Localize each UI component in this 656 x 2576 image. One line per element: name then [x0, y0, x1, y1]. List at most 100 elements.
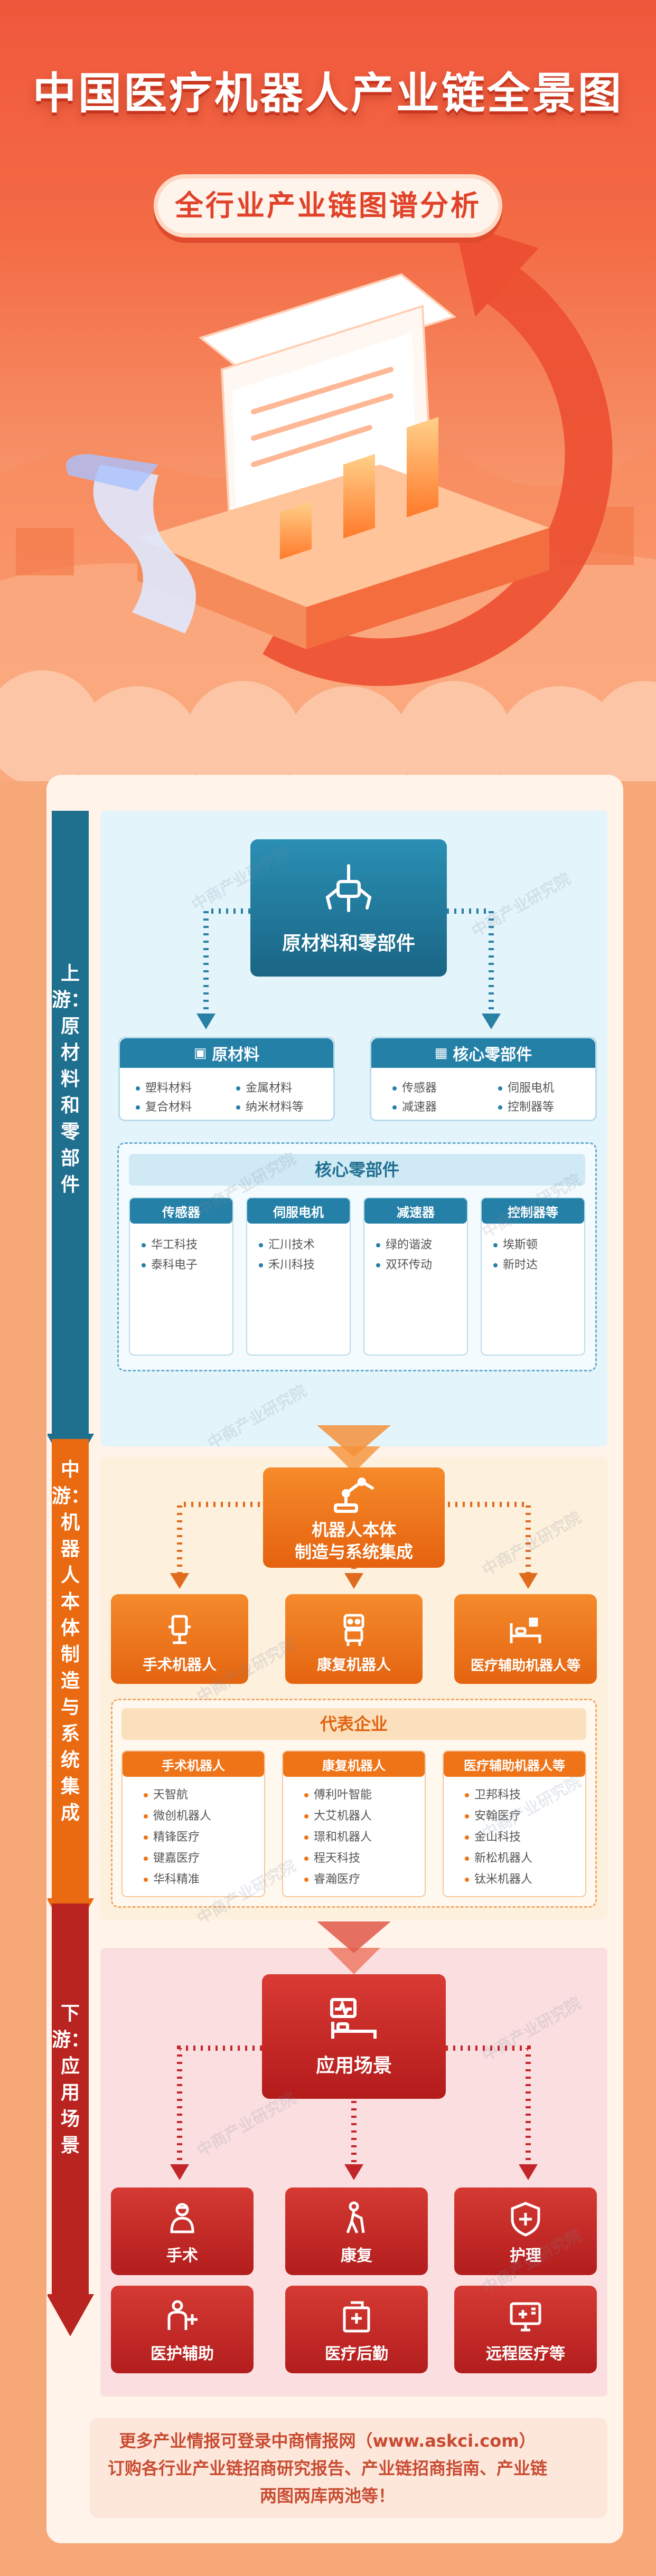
company-column-head: 医疗辅助机器人等: [444, 1751, 585, 1777]
type-label: 手术机器人: [142, 1656, 217, 1673]
downstream-center-label: 应用场景: [315, 2055, 392, 2077]
list-item: 双环传动: [376, 1255, 432, 1272]
medical-staff-icon: [167, 2300, 198, 2330]
list-item: 绿的谐波: [376, 1235, 432, 1252]
core-column-head: 传感器: [130, 1198, 232, 1224]
hospital-bed-icon: [510, 1617, 541, 1643]
upstream-center-label: 原材料和零部件: [282, 933, 415, 954]
company-column-card: 康复机器人傅利叶智能大艾机器人璟和机器人程天科技睿瀚医疗: [282, 1750, 426, 1897]
footer-panel: [90, 2418, 607, 2518]
surgeon-icon: [170, 2203, 194, 2233]
raw-material-title: 原材料: [212, 1046, 260, 1064]
scene-tile: 医护辅助: [111, 2286, 254, 2373]
scene-label: 医护辅助: [151, 2345, 214, 2363]
list-item: 纳米材料等: [236, 1097, 304, 1114]
midstream-side-label: 中游：机器人本体制造与系统集成: [52, 1459, 90, 1824]
list-item: 璟和机器人: [304, 1827, 372, 1844]
company-column-card: 手术机器人天智航微创机器人精锋医疗键嘉医疗华科精准: [121, 1750, 265, 1897]
hero-illustration: [0, 222, 656, 781]
scene-label: 医疗后勤: [325, 2345, 388, 2363]
list-item: 大艾机器人: [304, 1806, 372, 1823]
raw-material-head: ▣ 原材料: [120, 1038, 333, 1068]
type-label: 医疗辅助机器人等: [470, 1658, 580, 1674]
scene-label: 康复: [341, 2247, 372, 2265]
list-item: 天智航: [144, 1785, 188, 1802]
rehab-robot-icon: [343, 1614, 364, 1646]
list-item: 程天科技: [304, 1849, 360, 1865]
midstream-center-label-1: 机器人本体: [311, 1520, 396, 1540]
page-subtitle: 全行业产业链图谱分析: [154, 174, 502, 238]
footer-line-3: 两图两库两池等！: [259, 2486, 395, 2506]
core-column-head: 伺服电机: [247, 1198, 350, 1224]
companies-title: 代表企业: [121, 1708, 586, 1740]
robot-arm-icon: [325, 864, 372, 912]
type-tile-surgical: 手术机器人: [111, 1594, 248, 1684]
midstream-center-label-2: 制造与系统集成: [294, 1542, 413, 1562]
upstream-center-box: 原材料和零部件: [250, 839, 447, 977]
walking-aid-icon: [346, 2201, 365, 2234]
raw-material-card: ▣ 原材料 塑料材料 金属材料 复合材料 纳米材料等: [118, 1037, 335, 1121]
scene-tile: 护理: [454, 2187, 597, 2275]
company-column-head: 手术机器人: [123, 1751, 264, 1777]
type-tile-assist: 医疗辅助机器人等: [454, 1594, 597, 1684]
list-item: 微创机器人: [144, 1806, 211, 1823]
type-label: 康复机器人: [316, 1656, 391, 1673]
list-item: 键嘉医疗: [144, 1849, 200, 1865]
page-title: 中国医疗机器人产业链全景图: [32, 69, 623, 119]
scene-tile: 手术: [111, 2187, 254, 2275]
list-item: 安翰医疗: [465, 1806, 521, 1823]
core-parts-card: ▦ 核心零部件 传感器 伺服电机 减速器 控制器等: [370, 1037, 597, 1121]
footer-line-1: 更多产业情报可登录中商情报网（www.askci.com）: [119, 2431, 536, 2451]
downstream-center-box: 应用场景: [262, 1974, 446, 2099]
upstream-side-label: 上游：原材料和零部件: [52, 963, 90, 1196]
type-tile-rehab: 康复机器人: [285, 1594, 423, 1684]
list-item: 禾川科技: [259, 1255, 315, 1272]
core-detail-title: 核心零部件: [129, 1154, 585, 1186]
list-item: 泰科电子: [142, 1255, 198, 1272]
telemedicine-icon: [510, 2302, 541, 2332]
chip-icon: ▦: [434, 1045, 448, 1061]
company-column-head: 康复机器人: [283, 1751, 425, 1777]
list-item: 塑料材料: [136, 1078, 192, 1095]
scene-tile: 远程医疗等: [454, 2286, 597, 2373]
core-parts-head: ▦ 核心零部件: [371, 1038, 595, 1068]
list-item: 金山科技: [465, 1827, 521, 1844]
scene-label: 远程医疗等: [486, 2345, 565, 2363]
core-column-card: 伺服电机汇川技术禾川科技: [246, 1197, 351, 1356]
scene-label: 手术: [166, 2247, 198, 2265]
list-item: 金属材料: [236, 1078, 292, 1095]
core-column-head: 减速器: [364, 1198, 467, 1224]
list-item: 控制器等: [498, 1097, 554, 1114]
downstream-side-label: 下游：应用场景: [52, 2003, 90, 2156]
list-item: 减速器: [392, 1097, 437, 1114]
core-column-head: 控制器等: [482, 1198, 584, 1224]
list-item: 傅利叶智能: [304, 1785, 372, 1802]
industrial-robot-icon: [334, 1478, 374, 1513]
list-item: 睿瀚医疗: [304, 1870, 360, 1887]
scene-label: 护理: [510, 2247, 541, 2265]
core-column-card: 控制器等埃斯顿新时达: [481, 1197, 585, 1356]
scene-tile: 医疗后勤: [285, 2286, 428, 2373]
core-parts-title: 核心零部件: [453, 1046, 532, 1064]
list-item: 华工科技: [142, 1235, 198, 1252]
list-item: 精锋医疗: [144, 1827, 200, 1844]
bed-monitor-icon: [330, 1998, 377, 2039]
list-item: 复合材料: [136, 1097, 192, 1114]
list-item: 埃斯顿: [493, 1235, 538, 1252]
side-arrows: [48, 811, 94, 2336]
list-item: 钛米机器人: [465, 1870, 532, 1887]
list-item: 传感器: [392, 1078, 437, 1095]
scene-tile: 康复: [285, 2187, 428, 2275]
list-item: 新松机器人: [465, 1849, 532, 1865]
list-item: 汇川技术: [259, 1235, 315, 1252]
list-item: 华科精准: [144, 1870, 200, 1887]
core-column-card: 减速器绿的谐波双环传动: [363, 1197, 468, 1356]
list-item: 新时达: [493, 1255, 538, 1272]
footer-text: 更多产业情报可登录中商情报网（www.askci.com） 订购各行业产业链招商…: [63, 2427, 592, 2509]
core-column-card: 传感器华工科技泰科电子: [129, 1197, 233, 1356]
care-shield-icon: [511, 2202, 540, 2237]
box-icon: ▣: [193, 1045, 207, 1061]
midstream-center-box: 机器人本体 制造与系统集成: [263, 1467, 445, 1568]
footer-line-2: 订购各行业产业链招商研究报告、产业链招商指南、产业链: [107, 2458, 547, 2478]
